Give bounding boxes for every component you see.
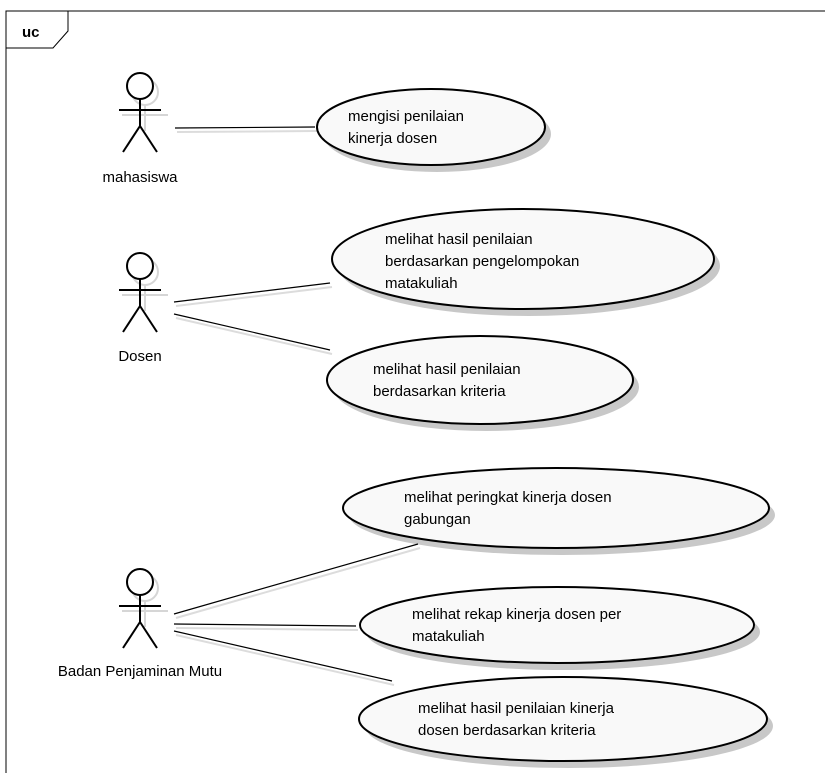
use-case-label-line: matakuliah	[412, 628, 485, 645]
association-bpm-uc6	[173, 630, 393, 682]
frame-tag-label: uc	[22, 24, 40, 41]
association-bpm-uc4	[173, 543, 419, 615]
use-case-label-line: kinerja dosen	[348, 130, 437, 147]
actor-bpm: Badan Penjaminan Mutu	[58, 568, 222, 680]
use-case-layer: mengisi penilaian kinerja dosen melihat ha…	[316, 88, 770, 762]
use-case-ellipse	[359, 586, 755, 664]
association-dosen-uc3	[173, 313, 331, 351]
association-shadow	[176, 130, 318, 133]
use-case-uc2: melihat hasil penilaian berdasarkan penge…	[331, 208, 715, 310]
use-case-label-line: melihat peringkat kinerja dosen	[404, 489, 612, 506]
association-shadow	[175, 547, 421, 619]
association-shadow	[175, 317, 333, 355]
association-shadow	[175, 286, 333, 307]
use-case-label-line: matakuliah	[385, 275, 458, 292]
use-case-label-line: dosen berdasarkan kriteria	[418, 722, 596, 739]
use-case-label-line: melihat hasil penilaian	[373, 361, 521, 378]
use-case-uc4: melihat peringkat kinerja dosen gabungan	[342, 467, 770, 549]
stick-figure	[119, 568, 161, 649]
use-case-ellipse	[316, 88, 546, 166]
shadow-layer	[175, 96, 775, 768]
use-case-uc6: melihat hasil penilaian kinerja dosen ber…	[358, 676, 768, 762]
use-case-label-line: berdasarkan pengelompokan	[385, 253, 579, 270]
association-layer	[173, 126, 419, 682]
association-dosen-uc2	[173, 282, 331, 303]
use-case-label-line: melihat hasil penilaian	[385, 231, 533, 248]
actor-mahasiswa: mahasiswa	[102, 72, 178, 186]
use-case-uc3: melihat hasil penilaian berdasarkan krite…	[326, 335, 634, 425]
frame-tag-box	[5, 10, 69, 49]
association-bpm-uc5	[173, 623, 357, 627]
stick-figure	[119, 252, 161, 333]
actor-name: Dosen	[118, 348, 161, 365]
association-shadow	[175, 627, 359, 631]
use-case-ellipse	[326, 335, 634, 425]
stick-figure	[119, 72, 161, 153]
use-case-uc1: mengisi penilaian kinerja dosen	[316, 88, 546, 166]
use-case-uc5: melihat rekap kinerja dosen per matakulia…	[359, 586, 755, 664]
use-case-ellipse	[358, 676, 768, 762]
association-mahasiswa-uc1	[174, 126, 316, 129]
use-case-ellipse	[342, 467, 770, 549]
use-case-label-line: gabungan	[404, 511, 471, 528]
use-case-label-line: berdasarkan kriteria	[373, 383, 506, 400]
use-case-label-line: melihat hasil penilaian kinerja	[418, 700, 615, 717]
actor-name: Badan Penjaminan Mutu	[58, 663, 222, 680]
actor-dosen: Dosen	[118, 252, 168, 365]
association-shadow	[175, 634, 395, 686]
use-case-label-line: melihat rekap kinerja dosen per	[412, 606, 621, 623]
use-case-ellipse	[331, 208, 715, 310]
actor-name: mahasiswa	[102, 169, 178, 186]
use-case-label-line: mengisi penilaian	[348, 108, 464, 125]
